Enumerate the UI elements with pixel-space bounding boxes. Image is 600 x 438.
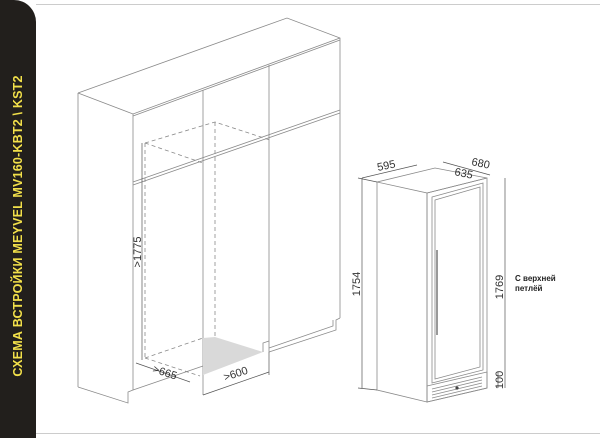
width-label: 595 — [376, 158, 396, 174]
niche-depth-label: >665 — [151, 363, 178, 382]
lock-icon — [455, 386, 459, 390]
title-sidebar: СХЕМА ВСТРОЙКИ MEYVEL MV160-KBT2 \ KST2 — [0, 0, 36, 438]
depth-body-label: 635 — [453, 166, 473, 182]
depth-total-label: 680 — [470, 156, 490, 172]
niche-outline — [144, 121, 271, 377]
niche-width-label: >600 — [222, 365, 249, 384]
kitchen-cabinet — [77, 17, 341, 404]
note-line-1: С верхней — [515, 274, 556, 283]
height-hinge-label: 1769 — [494, 275, 506, 299]
niche-floor — [203, 337, 263, 375]
plinth-label: 100 — [494, 371, 506, 389]
niche-height-label: >1775 — [132, 237, 144, 268]
vent-grille — [431, 376, 483, 399]
wine-cabinet — [376, 167, 488, 403]
appliance-dimensions: 595 635 680 1754 1769 100 С верхней петл… — [351, 156, 556, 391]
height-label: 1754 — [351, 272, 363, 296]
page-frame — [36, 4, 600, 434]
note-line-2: петлёй — [515, 284, 543, 293]
